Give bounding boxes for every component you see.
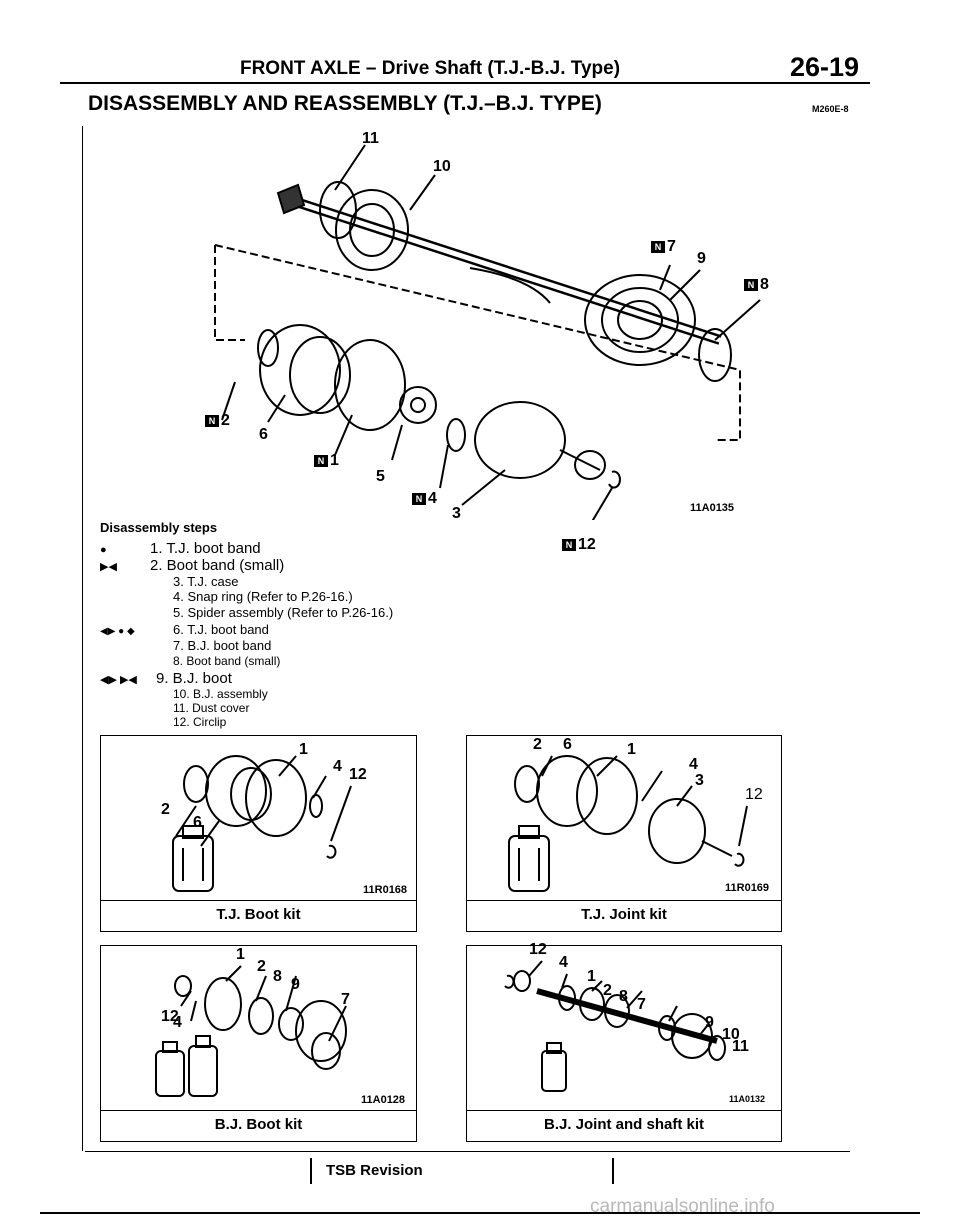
watermark: carmanualsonline.info xyxy=(590,1196,775,1217)
steps-heading: Disassembly steps xyxy=(100,520,218,535)
kit-callout: 2 xyxy=(257,958,266,975)
kit-callout: 4 xyxy=(333,758,342,775)
bj-boot-kit-illustration xyxy=(155,965,347,1097)
kit-callout: 8 xyxy=(273,968,282,985)
kit-callout: 9 xyxy=(705,1014,714,1031)
step-item: ◀▶ ▶◀9. B.J. boot xyxy=(100,670,232,687)
kit-callout: 1 xyxy=(236,946,245,963)
kit-callout: 7 xyxy=(341,991,350,1008)
step-item: ▶◀2. Boot band (small) xyxy=(100,557,285,574)
kit-callout: 6 xyxy=(563,736,572,753)
kit-divider xyxy=(101,900,416,901)
step-item: 5. Spider assembly (Refer to P.26-16.) xyxy=(173,605,394,620)
n-mark-icon: N xyxy=(205,414,219,427)
kit-panel-bj-boot: 1 2 8 9 12 4 7 11A0128 B.J. Boot kit xyxy=(100,945,417,1142)
kit-divider xyxy=(101,1110,416,1111)
kit-callout: 9 xyxy=(291,976,300,993)
tsb-revision-label: TSB Revision xyxy=(326,1162,423,1179)
kit-callout: 4 xyxy=(173,1014,182,1031)
tj-boot-kit-illustration xyxy=(172,755,352,892)
kit-callout: 1 xyxy=(627,741,636,758)
kit-callout: 3 xyxy=(695,772,704,789)
bottom-rule xyxy=(40,1212,920,1214)
n-mark-icon: N xyxy=(744,278,758,291)
section-title: DISASSEMBLY AND REASSEMBLY (T.J.–B.J. TY… xyxy=(88,92,602,115)
kit-callout: 4 xyxy=(559,954,568,971)
section-code: M260E-8 xyxy=(812,104,849,114)
kit-callout: 1 xyxy=(587,968,596,985)
page-number: 26-19 xyxy=(790,52,860,82)
callout-3: 3 xyxy=(452,505,461,522)
kit-figure-code: 11R0169 xyxy=(725,882,770,894)
kit-callout: 12 xyxy=(745,786,763,803)
header-rule xyxy=(60,82,870,84)
step-item: 3. T.J. case xyxy=(173,574,239,589)
kit-caption: B.J. Joint and shaft kit xyxy=(543,1116,705,1133)
step-item: 11. Dust cover xyxy=(173,701,250,715)
step-item: 7. B.J. boot band xyxy=(173,638,272,653)
n-mark-icon: N xyxy=(412,492,426,505)
main-figure-code: 11A0135 xyxy=(690,502,735,514)
steps-list: ●1. T.J. boot band ▶◀2. Boot band (small… xyxy=(100,540,440,729)
bj-joint-shaft-kit-illustration xyxy=(504,960,726,1092)
kit-callout: 1 xyxy=(299,741,308,758)
tsb-revision-box: TSB Revision xyxy=(310,1158,614,1184)
kit-figure-code: 11A0132 xyxy=(729,1094,766,1104)
exploded-view-illustration xyxy=(214,144,761,520)
step-item: 10. B.J. assembly xyxy=(173,687,268,701)
kit-caption: T.J. Boot kit xyxy=(216,906,301,923)
footer-rule xyxy=(85,1151,850,1152)
kit-callout: 6 xyxy=(193,814,202,831)
kit-callout: 7 xyxy=(637,996,646,1013)
kit-callout: 2 xyxy=(161,801,170,818)
kit-figure-code: 11R0168 xyxy=(363,884,408,896)
n-mark-icon: N xyxy=(651,240,665,253)
kit-callout: 11 xyxy=(732,1038,749,1055)
callout-6: 6 xyxy=(259,426,268,443)
callout-9: 9 xyxy=(697,250,706,267)
callout-5: 5 xyxy=(376,468,385,485)
kit-callout: 10 xyxy=(722,1026,740,1043)
kit-callout: 4 xyxy=(689,756,698,773)
kit-caption: B.J. Boot kit xyxy=(214,1116,303,1133)
tj-joint-kit-illustration xyxy=(508,755,748,892)
step-item: ●1. T.J. boot band xyxy=(100,540,261,557)
kit-caption: T.J. Joint kit xyxy=(581,906,667,923)
page-header-title: FRONT AXLE – Drive Shaft (T.J.-B.J. Type… xyxy=(239,58,621,79)
kit-callout: 12 xyxy=(161,1008,179,1025)
kit-callout: 12 xyxy=(529,941,547,958)
left-margin-rule xyxy=(82,126,83,1151)
n-mark-icon: N xyxy=(562,538,576,551)
kit-callout: 12 xyxy=(349,766,367,783)
callout-11: 11 xyxy=(362,130,379,147)
kit-divider xyxy=(467,1110,781,1111)
kit-divider xyxy=(467,900,781,901)
step-item: 4. Snap ring (Refer to P.26-16.) xyxy=(173,589,353,604)
kit-callout: 8 xyxy=(619,988,628,1005)
step-item: 12. Circlip xyxy=(173,715,227,729)
callout-10: 10 xyxy=(433,158,451,175)
step-item: ◀▶ ● ◆6. T.J. boot band xyxy=(100,622,269,637)
kit-callout: 2 xyxy=(603,982,612,999)
kit-callout: 2 xyxy=(533,736,542,753)
kit-figure-code: 11A0128 xyxy=(361,1094,406,1106)
kit-panel-bj-joint-shaft: 12 4 1 2 8 7 9 10 11 11A0132 B.J. Joint … xyxy=(466,941,782,1142)
kit-panel-tj-joint: 2 6 1 4 3 12 11R0169 T.J. Joint kit xyxy=(466,735,782,932)
step-item: 8. Boot band (small) xyxy=(173,654,281,668)
n-mark-icon: N xyxy=(314,454,328,467)
kit-panel-tj-boot: 1 4 12 2 6 11R0168 T.J. Boot kit xyxy=(100,735,417,932)
